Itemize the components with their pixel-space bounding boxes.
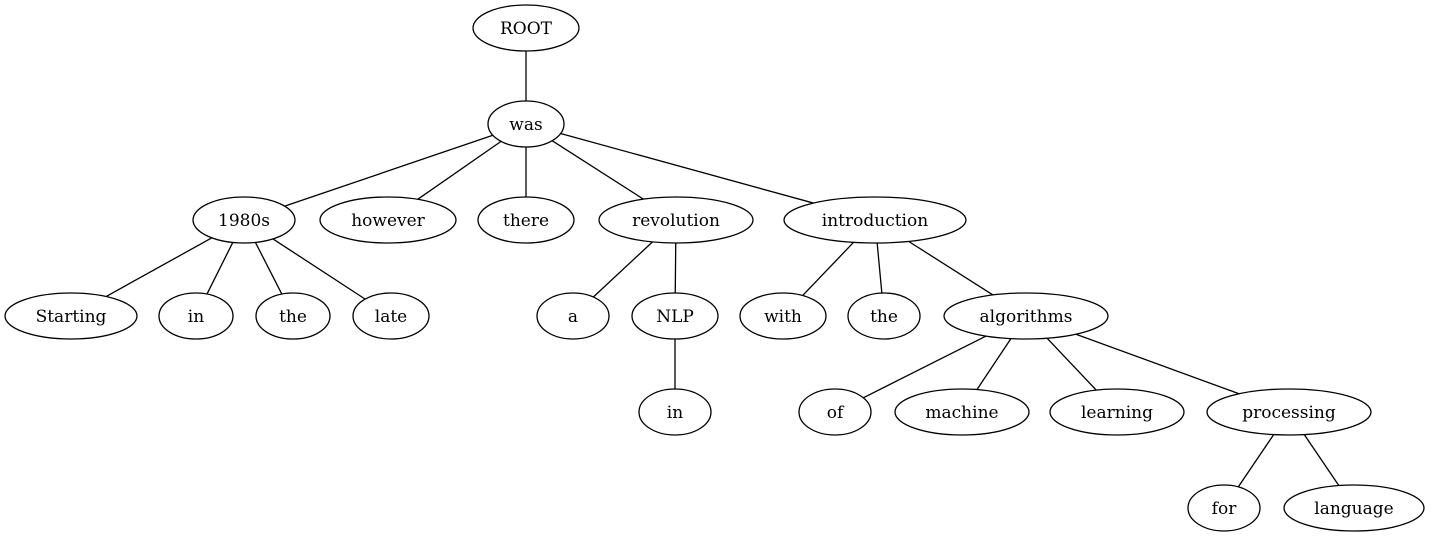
tree-node-language: language [1283, 484, 1425, 532]
node-ellipse [487, 100, 565, 148]
tree-node-was: was [487, 100, 565, 148]
tree-node-there: there [477, 196, 575, 244]
tree-node-revolution: revolution [598, 196, 754, 244]
edge-algorithms-processing [1075, 333, 1240, 395]
tree-edges [105, 51, 1340, 488]
node-label: NLP [656, 307, 694, 327]
node-ellipse [472, 4, 580, 52]
tree-node-the1: the [255, 292, 331, 340]
node-label: processing [1242, 403, 1336, 423]
node-label: ROOT [500, 19, 553, 39]
edge-1980s-the1 [254, 242, 283, 295]
node-label: the [279, 307, 307, 327]
edge-1980s-in1 [206, 242, 234, 295]
tree-node-introduction: introduction [783, 196, 967, 244]
node-ellipse [1283, 484, 1425, 532]
tree-node-machine: machine [894, 388, 1030, 436]
node-ellipse [847, 292, 921, 340]
edge-was-introduction [560, 132, 814, 204]
edge-1980s-late [272, 238, 366, 300]
node-ellipse [319, 196, 457, 244]
node-ellipse [631, 292, 719, 340]
node-ellipse [739, 292, 827, 340]
node-label: introduction [822, 211, 928, 231]
edge-algorithms-of [863, 335, 987, 399]
tree-node-starting: Starting [4, 292, 138, 340]
node-ellipse [255, 292, 331, 340]
edge-was-1980s [284, 134, 494, 207]
node-ellipse [798, 388, 872, 436]
node-ellipse [1187, 484, 1261, 532]
edge-algorithms-machine [976, 338, 1012, 390]
tree-node-1980s: 1980s [192, 196, 296, 244]
node-label: 1980s [218, 211, 270, 231]
node-label: the [870, 307, 898, 327]
node-ellipse [894, 388, 1030, 436]
node-label: with [764, 307, 802, 327]
node-ellipse [1049, 388, 1185, 436]
node-label: in [188, 307, 204, 327]
tree-node-of: of [798, 388, 872, 436]
tree-node-however: however [319, 196, 457, 244]
node-ellipse [1206, 388, 1372, 436]
tree-node-a: a [536, 292, 610, 340]
node-label: for [1212, 499, 1238, 519]
edge-revolution-nlp [674, 242, 677, 294]
node-label: language [1314, 499, 1393, 519]
node-ellipse [158, 292, 234, 340]
tree-node-in1: in [158, 292, 234, 340]
node-ellipse [638, 388, 712, 436]
tree-node-processing: processing [1206, 388, 1372, 436]
edge-algorithms-learning [1046, 337, 1097, 391]
node-label: a [568, 307, 578, 327]
node-ellipse [943, 292, 1109, 340]
edge-processing-for [1237, 434, 1275, 488]
tree-node-learning: learning [1049, 388, 1185, 436]
edge-introduction-the2 [876, 242, 883, 294]
node-label: there [503, 211, 549, 231]
node-ellipse [783, 196, 967, 244]
tree-node-for: for [1187, 484, 1261, 532]
tree-node-root: ROOT [472, 4, 580, 52]
node-ellipse [352, 292, 430, 340]
node-label: machine [925, 403, 998, 423]
tree-node-the2: the [847, 292, 921, 340]
tree-node-in2: in [638, 388, 712, 436]
edge-introduction-with [802, 241, 855, 296]
edge-was-revolution [551, 140, 644, 200]
tree-node-algorithms: algorithms [943, 292, 1109, 340]
node-label: in [667, 403, 683, 423]
node-ellipse [598, 196, 754, 244]
node-ellipse [192, 196, 296, 244]
edge-revolution-a [592, 241, 653, 298]
edge-was-however [417, 140, 502, 200]
node-label: algorithms [980, 307, 1073, 327]
node-label: was [509, 115, 542, 135]
node-label: late [375, 307, 407, 327]
edge-introduction-algorithms [908, 240, 994, 296]
edge-1980s-starting [105, 237, 213, 298]
edge-processing-language [1303, 434, 1340, 486]
tree-node-nlp: NLP [631, 292, 719, 340]
node-label: Starting [36, 307, 107, 327]
node-ellipse [536, 292, 610, 340]
node-ellipse [477, 196, 575, 244]
node-label: learning [1081, 403, 1153, 423]
node-label: revolution [632, 211, 720, 231]
node-label: however [351, 211, 425, 231]
tree-node-late: late [352, 292, 430, 340]
node-ellipse [4, 292, 138, 340]
node-label: of [827, 403, 845, 423]
tree-nodes: ROOT was 1980s however there revolution introd… [4, 4, 1425, 532]
tree-node-with: with [739, 292, 827, 340]
